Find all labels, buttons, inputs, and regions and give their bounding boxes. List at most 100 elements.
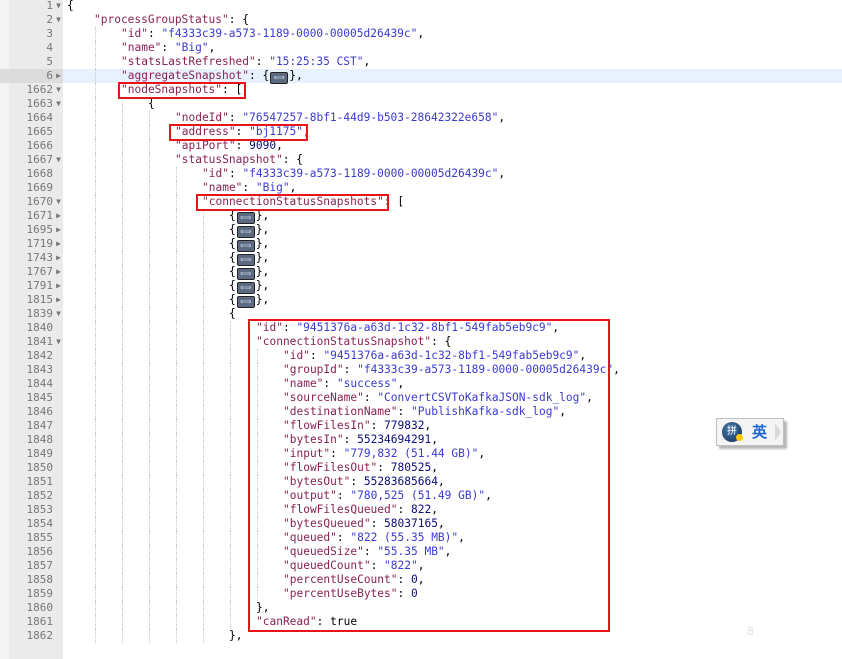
- ime-expand-arrow-icon[interactable]: [775, 423, 781, 441]
- code-line[interactable]: 1845"sourceName": "ConvertCSVToKafkaJSON…: [0, 391, 842, 405]
- code-line[interactable]: 1851"bytesOut": 55283685664,: [0, 475, 842, 489]
- code-line[interactable]: 1668"id": "f4333c39-a573-1189-0000-00005…: [0, 167, 842, 181]
- code-line[interactable]: 1719▶{⟺},: [0, 237, 842, 252]
- code-line[interactable]: 1861"canRead": true: [0, 615, 842, 629]
- code-line[interactable]: 1669"name": "Big",: [0, 181, 842, 195]
- fold-open-arrow-icon[interactable]: ▼: [56, 309, 61, 318]
- code-line[interactable]: 5"statsLastRefreshed": "15:25:35 CST",: [0, 55, 842, 69]
- code-line[interactable]: 3"id": "f4333c39-a573-1189-0000-00005d26…: [0, 27, 842, 41]
- code-line[interactable]: 1663▼{: [0, 97, 842, 111]
- ime-logo-dot: [736, 434, 743, 441]
- code-line[interactable]: 1857"queuedCount": "822",: [0, 559, 842, 573]
- indent-guide: [122, 279, 123, 293]
- code-line[interactable]: 1848"bytesIn": 55234694291,: [0, 433, 842, 447]
- code-text: {: [148, 97, 155, 111]
- indent-guide: [95, 41, 96, 55]
- collapsed-block-icon[interactable]: ⟺: [236, 282, 255, 294]
- collapsed-block-icon[interactable]: ⟺: [236, 226, 255, 238]
- fold-closed-arrow-icon[interactable]: ▶: [56, 211, 61, 220]
- collapsed-block-icon[interactable]: ⟺: [236, 212, 255, 224]
- code-line[interactable]: 1858"percentUseCount": 0,: [0, 573, 842, 587]
- fold-closed-arrow-icon[interactable]: ▶: [56, 267, 61, 276]
- indent-guide: [149, 195, 150, 209]
- fold-closed-arrow-icon[interactable]: ▶: [56, 71, 61, 80]
- indent-guide: [122, 321, 123, 335]
- indent-guide: [95, 153, 96, 167]
- code-line[interactable]: 1▼{: [0, 0, 842, 13]
- fold-open-arrow-icon[interactable]: ▼: [56, 85, 61, 94]
- code-line[interactable]: 1854"bytesQueued": 58037165,: [0, 517, 842, 531]
- indent-guide: [122, 559, 123, 573]
- indent-guide: [230, 433, 231, 447]
- fold-open-arrow-icon[interactable]: ▼: [56, 15, 61, 24]
- indent-guide: [95, 293, 96, 307]
- ime-language-label[interactable]: 英: [752, 423, 768, 441]
- code-line[interactable]: 1846"destinationName": "PublishKafka-sdk…: [0, 405, 842, 419]
- code-text: {: [229, 307, 236, 321]
- indent-guide: [176, 335, 177, 349]
- code-line[interactable]: 1695▶{⟺},: [0, 223, 842, 238]
- code-line[interactable]: 1843"groupId": "f4333c39-a573-1189-0000-…: [0, 363, 842, 377]
- code-line[interactable]: 1840"id": "9451376a-a63d-1c32-8bf1-549fa…: [0, 321, 842, 335]
- fold-open-arrow-icon[interactable]: ▼: [56, 155, 61, 164]
- json-punctuation: ,: [417, 27, 425, 40]
- code-line[interactable]: 1662▼"nodeSnapshots": [: [0, 83, 842, 97]
- code-line[interactable]: 6▶"aggregateSnapshot": {⟺},: [0, 69, 842, 84]
- fold-closed-arrow-icon[interactable]: ▶: [56, 253, 61, 262]
- code-line[interactable]: 1743▶{⟺},: [0, 251, 842, 266]
- collapsed-block-icon[interactable]: ⟺: [236, 268, 255, 280]
- indent-guide: [122, 265, 123, 279]
- code-line[interactable]: 1847"flowFilesIn": 779832,: [0, 419, 842, 433]
- code-line[interactable]: 1815▶{⟺},: [0, 293, 842, 308]
- code-line[interactable]: 2▼"processGroupStatus": {: [0, 13, 842, 27]
- code-line[interactable]: 1791▶{⟺},: [0, 279, 842, 294]
- fold-open-arrow-icon[interactable]: ▼: [56, 1, 61, 10]
- code-line[interactable]: 1860},: [0, 601, 842, 615]
- fold-open-arrow-icon[interactable]: ▼: [56, 99, 61, 108]
- code-line[interactable]: 1850"flowFilesOut": 780525,: [0, 461, 842, 475]
- fold-closed-arrow-icon[interactable]: ▶: [56, 281, 61, 290]
- indent-guide: [149, 335, 150, 349]
- code-line[interactable]: 1844"name": "success",: [0, 377, 842, 391]
- json-punctuation: ,: [303, 125, 310, 138]
- code-line[interactable]: 1767▶{⟺},: [0, 265, 842, 280]
- collapsed-block-icon[interactable]: ⟺: [270, 72, 289, 84]
- fold-closed-arrow-icon[interactable]: ▶: [56, 239, 61, 248]
- indent-guide: [122, 461, 123, 475]
- code-line[interactable]: 1852"output": "780,525 (51.49 GB)",: [0, 489, 842, 503]
- code-line[interactable]: 1666"apiPort": 9090,: [0, 139, 842, 153]
- code-lines[interactable]: 1▼{2▼"processGroupStatus": {3"id": "f433…: [0, 0, 842, 643]
- code-text: "nodeSnapshots": [: [121, 83, 242, 97]
- code-line[interactable]: 1842"id": "9451376a-a63d-1c32-8bf1-549fa…: [0, 349, 842, 363]
- code-line[interactable]: 1667▼"statusSnapshot": {: [0, 153, 842, 167]
- collapsed-block-icon[interactable]: ⟺: [236, 254, 255, 266]
- indent-guide: [176, 265, 177, 279]
- indent-guide: [95, 489, 96, 503]
- code-line[interactable]: 1670▼"connectionStatusSnapshots": [: [0, 195, 842, 209]
- code-line[interactable]: 1664"nodeId": "76547257-8bf1-44d9-b503-2…: [0, 111, 842, 125]
- fold-closed-arrow-icon[interactable]: ▶: [56, 295, 61, 304]
- code-line[interactable]: 4"name": "Big",: [0, 41, 842, 55]
- code-line[interactable]: 1862},: [0, 629, 842, 643]
- line-number: 1840: [26, 321, 54, 334]
- code-line[interactable]: 1671▶{⟺},: [0, 209, 842, 224]
- code-line[interactable]: 1841▼"connectionStatusSnapshot": {: [0, 335, 842, 349]
- code-line[interactable]: 1856"queuedSize": "55.35 MB",: [0, 545, 842, 559]
- line-number: 1861: [26, 615, 54, 628]
- code-line[interactable]: 1839▼{: [0, 307, 842, 321]
- code-line[interactable]: 1853"flowFilesQueued": 822,: [0, 503, 842, 517]
- fold-open-arrow-icon[interactable]: ▼: [56, 337, 61, 346]
- code-line[interactable]: 1859"percentUseBytes": 0: [0, 587, 842, 601]
- collapsed-block-icon[interactable]: ⟺: [236, 240, 255, 252]
- code-line[interactable]: 1855"queued": "822 (55.35 MB)",: [0, 531, 842, 545]
- ime-language-indicator[interactable]: 拼 英: [716, 418, 784, 446]
- code-line[interactable]: 1665"address": "bj1175",: [0, 125, 842, 139]
- json-string-value: "55.35 MB": [377, 545, 445, 558]
- indent-guide: [95, 97, 96, 111]
- json-punctuation: : [: [222, 83, 243, 96]
- collapsed-block-icon[interactable]: ⟺: [236, 296, 255, 308]
- fold-closed-arrow-icon[interactable]: ▶: [56, 225, 61, 234]
- code-line[interactable]: 1849"input": "779,832 (51.44 GB)",: [0, 447, 842, 461]
- fold-open-arrow-icon[interactable]: ▼: [56, 197, 61, 206]
